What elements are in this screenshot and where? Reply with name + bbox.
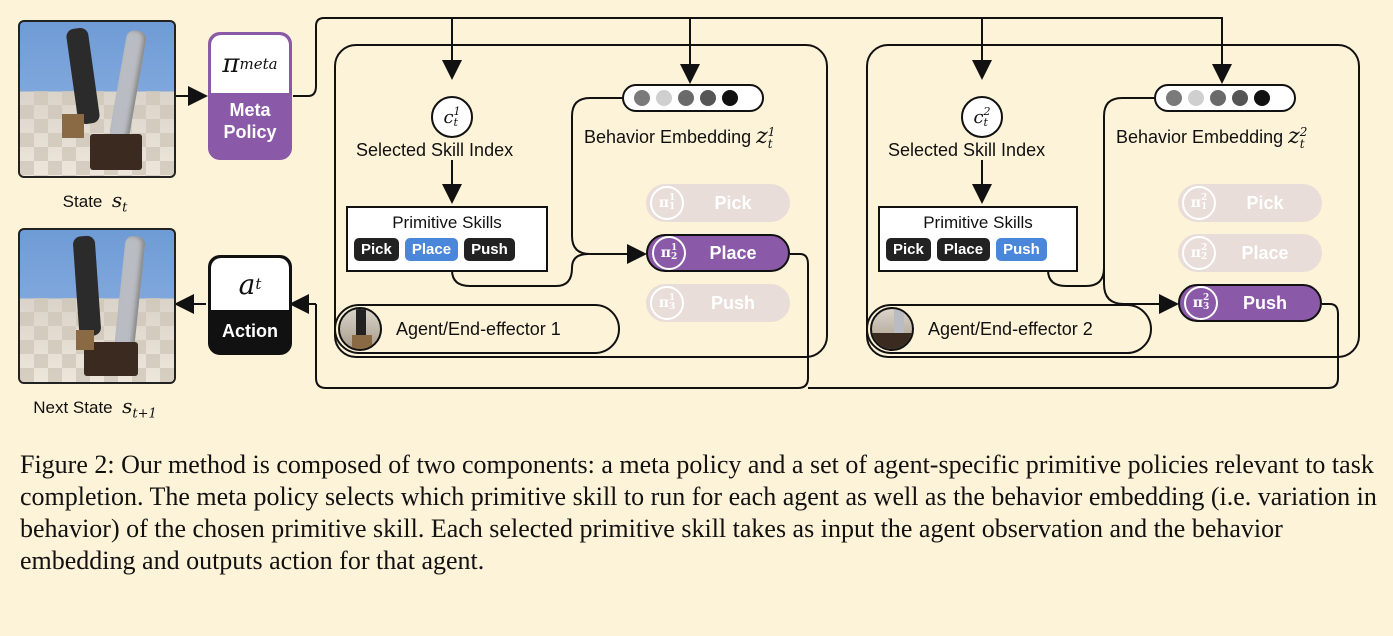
state-robot-image	[18, 20, 176, 178]
next-state-robot-image	[18, 228, 176, 384]
skill-index-2-label: Selected Skill Index	[888, 140, 1046, 160]
embedding-dot	[656, 90, 672, 106]
embedding-1	[622, 84, 764, 112]
embedding-dot	[678, 90, 694, 106]
chip-place: Place	[404, 238, 459, 261]
agent-2-observation: Agent/End-effector 2	[866, 304, 1152, 354]
primitive-skills-1: Primitive Skills Pick Place Push	[346, 206, 548, 272]
next-state-caption: Next State st+1	[33, 394, 157, 422]
agent-2-avatar	[870, 307, 914, 351]
skill-index-1-label: Selected Skill Index	[356, 140, 514, 160]
embedding-2	[1154, 84, 1296, 112]
embedding-dot	[1254, 90, 1270, 106]
embedding-dot	[1210, 90, 1226, 106]
chip-push: Push	[996, 238, 1047, 261]
embedding-dot	[1232, 90, 1248, 106]
embedding-dot	[700, 90, 716, 106]
agent-1-avatar	[338, 307, 382, 351]
agent-1-observation: Agent/End-effector 1	[334, 304, 620, 354]
agent-2-panel	[866, 44, 1360, 358]
primitive-skills-2: Primitive Skills Pick Place Push	[878, 206, 1078, 272]
embedding-dot	[1188, 90, 1204, 106]
chip-pick: Pick	[886, 238, 931, 261]
state-caption: State st	[62, 188, 128, 216]
chip-place: Place	[936, 238, 991, 261]
embedding-dot	[1166, 90, 1182, 106]
embedding-dot	[634, 90, 650, 106]
chip-push: Push	[464, 238, 515, 261]
chip-pick: Pick	[354, 238, 399, 261]
agent-1-panel	[334, 44, 828, 358]
figure-caption: Figure 2: Our method is composed of two …	[20, 450, 1377, 575]
embedding-dot	[722, 90, 738, 106]
